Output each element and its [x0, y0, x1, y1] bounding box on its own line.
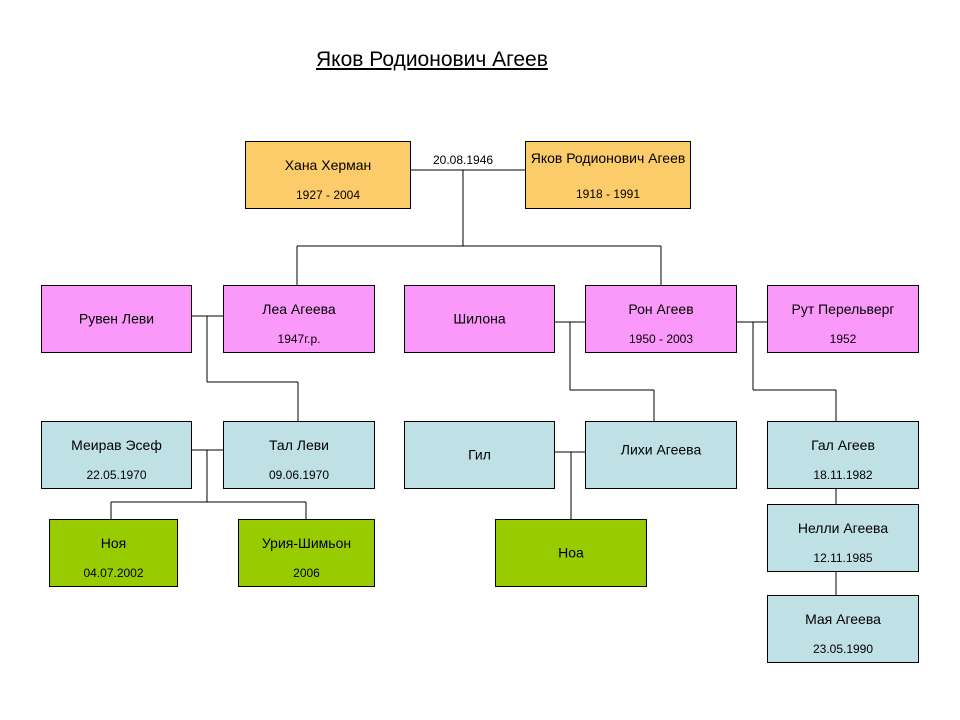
person-name: Шилона: [453, 310, 506, 327]
person-lea-ageeva: Леа Агеева 1947г.р.: [223, 285, 375, 353]
person-noa: Ноа: [495, 519, 647, 587]
person-dates: 1947г.р.: [277, 332, 321, 346]
person-name: Гил: [468, 446, 491, 463]
person-name: Ноя: [100, 535, 127, 551]
person-dates: 1927 - 2004: [295, 188, 361, 202]
person-ron-ageev: Рон Агеев 1950 - 2003: [585, 285, 737, 353]
person-name: Рон Агеев: [628, 301, 694, 317]
person-hana-herman: Хана Херман 1927 - 2004: [245, 141, 411, 209]
person-name: Лихи Агеева: [620, 441, 702, 458]
person-maya-ageeva: Мая Агеева 23.05.1990: [767, 595, 919, 663]
person-name: Урия-Шимьон: [261, 535, 352, 551]
person-nelli-ageeva: Нелли Агеева 12.11.1985: [767, 504, 919, 572]
person-name: Гал Агеев: [811, 437, 875, 453]
person-tal-levi: Тал Леви 09.06.1970: [223, 421, 375, 489]
person-name: Ноа: [558, 544, 584, 561]
chart-title: Яков Родионович Агеев: [316, 48, 548, 71]
person-ruven-levi: Рувен Леви: [41, 285, 192, 353]
person-dates: 1952: [829, 332, 857, 346]
person-name: Тал Леви: [269, 437, 329, 453]
person-dates: 1950 - 2003: [628, 332, 694, 346]
person-lihi-ageeva: Лихи Агеева: [585, 421, 737, 489]
person-name: Хана Херман: [284, 157, 372, 173]
person-name: Мая Агеева: [805, 611, 881, 627]
person-uria-shimon: Урия-Шимьон 2006: [238, 519, 375, 587]
person-meirav-esef: Меирав Эсеф 22.05.1970: [41, 421, 192, 489]
person-name: Нелли Агеева: [797, 520, 889, 536]
person-name: Яков Родионович Агеев: [530, 150, 686, 166]
person-dates: 2006: [293, 566, 320, 580]
person-shilona: Шилона: [404, 285, 555, 353]
person-dates: 04.07.2002: [83, 566, 144, 580]
person-dates: 1918 - 1991: [575, 187, 641, 201]
person-noya: Ноя 04.07.2002: [49, 519, 178, 587]
person-name: Меирав Эсеф: [71, 437, 162, 453]
person-rut-perelverg: Рут Перельверг 1952: [767, 285, 919, 353]
person-dates: 22.05.1970: [86, 468, 147, 482]
person-name: Рут Перельверг: [791, 301, 895, 317]
marriage-date: 20.08.1946: [433, 153, 494, 167]
person-yakov-ageev: Яков Родионович Агеев 1918 - 1991: [525, 141, 691, 209]
person-name: Леа Агеева: [262, 301, 336, 317]
person-dates: 23.05.1990: [812, 642, 874, 656]
person-name: Рувен Леви: [78, 310, 155, 327]
person-dates: 18.11.1982: [813, 468, 873, 482]
person-gil: Гил: [404, 421, 555, 489]
person-dates: 12.11.1985: [813, 551, 873, 565]
person-gal-ageev: Гал Агеев 18.11.1982: [767, 421, 919, 489]
person-dates: 09.06.1970: [268, 468, 330, 482]
